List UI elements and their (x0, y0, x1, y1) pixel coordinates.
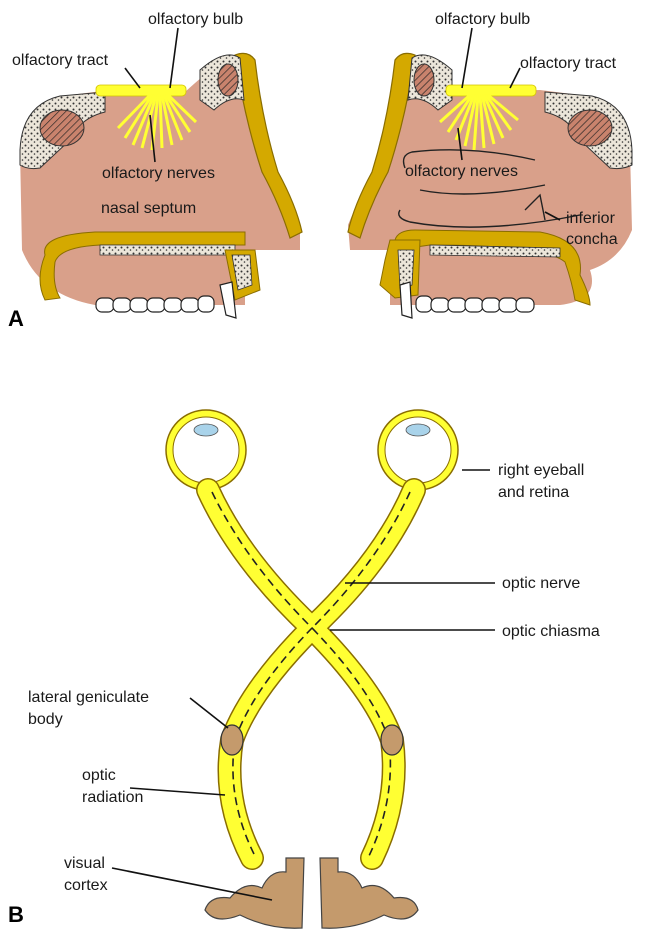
label-optic-radiation-line1: optic (82, 767, 116, 784)
visual-pathway-drawing (166, 410, 458, 928)
label-olfactory-bulb-right: olfactory bulb (435, 11, 530, 28)
lateral-geniculate-left (221, 725, 243, 755)
panel-letter-a: A (8, 306, 24, 331)
label-right-eyeball-line1: right eyeball (498, 462, 584, 479)
label-inferior-concha-line2: concha (566, 231, 618, 248)
lateral-geniculate-right (381, 725, 403, 755)
label-visual-cortex-line1: visual (64, 855, 105, 872)
label-optic-chiasma: optic chiasma (502, 623, 600, 640)
left-nasal-septum-drawing (20, 53, 302, 318)
label-lgb-line1: lateral geniculate (28, 689, 149, 706)
label-visual-cortex-line2: cortex (64, 877, 108, 894)
label-olfactory-nerves-right: olfactory nerves (405, 163, 518, 180)
right-lateral-wall-drawing (348, 53, 632, 318)
olfactory-bulb-left (96, 85, 186, 96)
panel-letter-b: B (8, 902, 24, 927)
label-optic-radiation-line2: radiation (82, 789, 143, 806)
label-olfactory-tract-left: olfactory tract (12, 52, 109, 69)
label-nasal-septum: nasal septum (101, 200, 196, 217)
label-olfactory-nerves-left: olfactory nerves (102, 165, 215, 182)
label-optic-nerve: optic nerve (502, 575, 580, 592)
label-inferior-concha-line1: inferior (566, 210, 616, 227)
label-lgb-line2: body (28, 711, 63, 728)
label-olfactory-tract-right: olfactory tract (520, 55, 617, 72)
olfactory-bulb-right (446, 85, 536, 96)
label-olfactory-bulb-left: olfactory bulb (148, 11, 243, 28)
label-right-eyeball-line2: and retina (498, 484, 569, 501)
